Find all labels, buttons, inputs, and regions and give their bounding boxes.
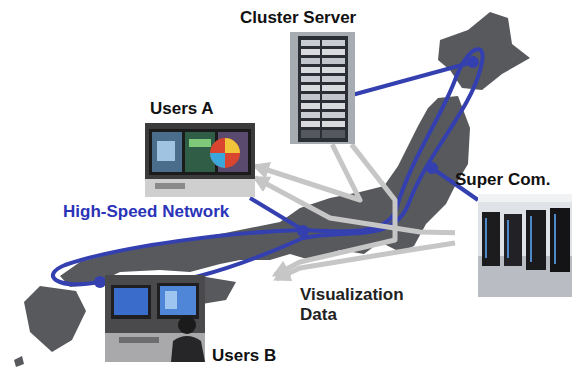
node-title: Cluster Server	[240, 8, 356, 28]
network-dot	[297, 225, 309, 237]
photo-node: Users B	[105, 275, 276, 362]
photo-picture	[290, 32, 355, 144]
network-link	[352, 62, 473, 95]
photo-picture	[478, 194, 572, 297]
photo-picture	[105, 275, 205, 362]
network-ring	[53, 49, 483, 287]
photo-node: Users A	[145, 99, 255, 197]
data-arrow	[255, 178, 455, 233]
network-dot	[467, 56, 479, 68]
honshu-island	[60, 96, 470, 287]
network-dot	[426, 162, 438, 174]
photo-image	[290, 32, 355, 144]
network-dot	[94, 276, 106, 288]
small-islands	[14, 356, 24, 367]
photo-image	[290, 32, 355, 144]
network-loop	[53, 49, 483, 287]
data-label: Visualization Data	[300, 285, 418, 326]
network-label: High-Speed Network	[63, 202, 229, 222]
photo-image	[145, 123, 255, 197]
photo-node: Cluster Server	[240, 8, 356, 144]
data-arrow	[276, 243, 455, 279]
photo-node: Super Com.	[455, 170, 572, 297]
kyushu-island	[24, 286, 86, 352]
japan-land	[14, 12, 530, 367]
node-title: Users B	[205, 346, 276, 366]
node-title: Users A	[150, 99, 255, 119]
photo-picture	[145, 123, 255, 197]
hokkaido-island	[438, 12, 530, 90]
photo-image	[105, 275, 205, 362]
data-arrow	[255, 144, 360, 200]
photo-image	[105, 275, 205, 362]
photo-image	[478, 194, 572, 297]
node-title: Super Com.	[455, 170, 572, 190]
photo-image	[478, 194, 572, 297]
network-link	[250, 198, 303, 230]
network-nodes	[94, 56, 479, 288]
photo-image	[145, 123, 255, 197]
